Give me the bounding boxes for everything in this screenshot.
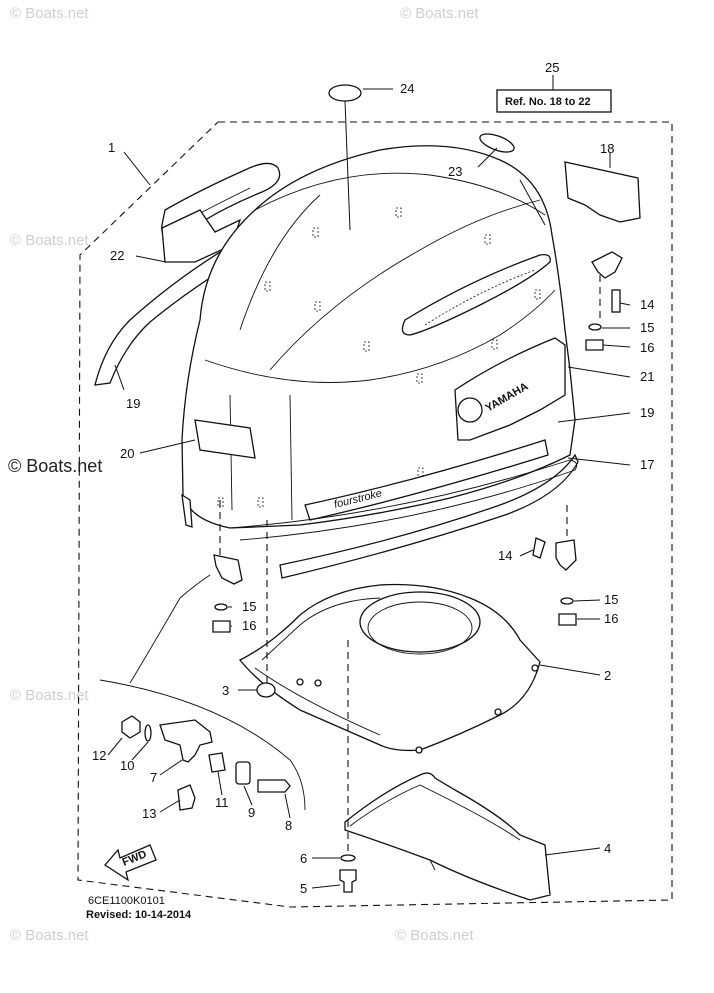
revised-date: Revised: 10-14-2014 xyxy=(86,909,192,921)
bolt-part-5 xyxy=(339,869,357,893)
reference-box-text: Ref. No. 18 to 22 xyxy=(505,96,591,108)
callout-number: 16 xyxy=(604,611,618,626)
callout-number: 19 xyxy=(126,396,140,411)
watermark: © Boats.net xyxy=(10,5,89,22)
callout-number: 16 xyxy=(640,340,654,355)
callout-number: 3 xyxy=(222,683,229,698)
watermark-main: © Boats.net xyxy=(8,456,102,476)
callout-number: 18 xyxy=(600,141,614,156)
plug-part-23 xyxy=(479,133,515,153)
callout-number: 9 xyxy=(248,805,255,820)
watermark: © Boats.net xyxy=(10,927,89,944)
rubber-seal-17 xyxy=(229,459,578,541)
collar-part-3 xyxy=(256,682,276,698)
top-cowling: YAMAHA fourstroke xyxy=(181,145,576,529)
decal-part-18 xyxy=(564,161,641,223)
assembly-boundary xyxy=(77,121,673,908)
callout-number: 23 xyxy=(448,164,462,179)
callout-number: 10 xyxy=(120,758,134,773)
callout-number: 15 xyxy=(242,599,256,614)
callout-number: 17 xyxy=(640,457,654,472)
callout-number: 11 xyxy=(215,795,229,810)
callout-number: 21 xyxy=(640,369,654,384)
callout-number: 15 xyxy=(604,592,618,607)
latch-hook-right-top xyxy=(585,251,623,351)
callout-number: 4 xyxy=(604,841,611,856)
callout-number: 14 xyxy=(498,548,512,563)
cowling-clip-left xyxy=(181,493,193,528)
bottom-cowling-part-2 xyxy=(238,583,541,754)
callout-number: 25 xyxy=(545,60,559,75)
callout-number: 6 xyxy=(300,851,307,866)
emblem-part-24 xyxy=(328,84,362,102)
diagram-code: 6CE1100K0101 xyxy=(88,895,165,907)
shroud-part-4 xyxy=(344,772,551,901)
callout-number: 1 xyxy=(108,140,115,155)
callout-number: 5 xyxy=(300,881,307,896)
callouts: 1 2 3 4 5 6 7 8 9 10 11 12 13 14 14 15 1… xyxy=(92,60,654,896)
callout-number: 22 xyxy=(110,248,124,263)
callout-number: 14 xyxy=(640,297,654,312)
fwd-arrow-icon: FWD xyxy=(104,844,157,882)
reference-box xyxy=(496,89,612,113)
latch-right-lower xyxy=(532,537,577,626)
watermark: © Boats.net xyxy=(400,5,479,22)
callout-number: 8 xyxy=(285,818,292,833)
leader-lines xyxy=(107,75,631,889)
watermark: © Boats.net xyxy=(10,232,89,249)
seal-part-1 xyxy=(161,162,281,263)
callout-number: 15 xyxy=(640,320,654,335)
watermark: © Boats.net xyxy=(395,927,474,944)
latch-left xyxy=(212,554,243,633)
decal-part-19-right xyxy=(279,453,579,579)
callout-number: 19 xyxy=(640,405,654,420)
callout-number: 13 xyxy=(142,806,156,821)
callout-number: 12 xyxy=(92,748,106,763)
callout-number: 16 xyxy=(242,618,256,633)
washer-part-6 xyxy=(340,854,356,862)
callout-number: 20 xyxy=(120,446,134,461)
watermark: © Boats.net xyxy=(10,687,89,704)
callout-number: 2 xyxy=(604,668,611,683)
callout-number: 24 xyxy=(400,81,414,96)
inset-latch-detail xyxy=(99,574,306,811)
callout-number: 7 xyxy=(150,770,157,785)
